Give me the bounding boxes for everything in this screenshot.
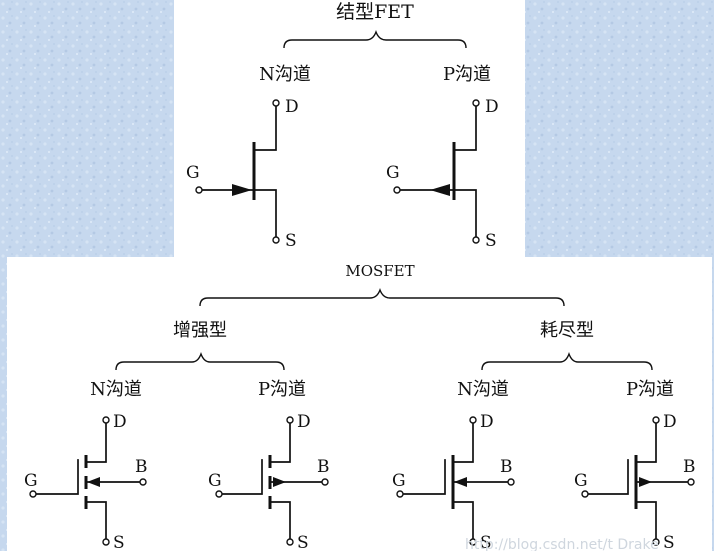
jfet-title: 结型FET xyxy=(336,1,414,23)
dep-p-channel-label: P沟道 xyxy=(626,379,674,400)
n-channel-arrow-icon xyxy=(454,477,467,487)
mosfet-dep-p-symbol xyxy=(581,416,695,546)
enhancement-label: 增强型 xyxy=(173,320,227,341)
dep-n-gate-label: G xyxy=(392,471,406,491)
enh-p-channel-label: P沟道 xyxy=(258,379,306,400)
terminal-dot xyxy=(469,538,477,546)
terminal-dot xyxy=(272,236,280,244)
terminal-dot xyxy=(469,416,477,424)
enh-n-drain-label: D xyxy=(113,412,127,432)
terminal-dot xyxy=(102,538,110,546)
watermark-text: http://blog.csdn.net/t Drake xyxy=(465,537,659,551)
jfet-p-drain-label: D xyxy=(485,97,499,117)
jfet-p-symbol xyxy=(393,99,480,244)
enh-n-channel-label: N沟道 xyxy=(90,379,142,400)
terminal-dot xyxy=(652,538,660,546)
enh-n-body-label: B xyxy=(135,457,148,477)
terminal-dot xyxy=(139,478,147,486)
terminal-dot xyxy=(102,416,110,424)
terminal-dot xyxy=(652,416,660,424)
enhancement-brace xyxy=(115,352,285,371)
jfet-n-gate-label: G xyxy=(186,163,200,183)
terminal-dot xyxy=(396,490,404,498)
p-channel-arrow-icon xyxy=(639,477,652,487)
dep-p-gate-label: G xyxy=(574,471,588,491)
enh-n-gate-label: G xyxy=(24,471,38,491)
terminal-dot xyxy=(272,99,280,107)
mosfet-enh-p-symbol xyxy=(215,416,329,546)
enh-p-drain-label: D xyxy=(297,412,311,432)
n-channel-arrow-icon xyxy=(87,477,100,487)
terminal-dot xyxy=(286,538,294,546)
depletion-brace xyxy=(481,352,653,371)
dep-n-source-label: S xyxy=(480,533,492,551)
enh-p-body-label: B xyxy=(317,457,330,477)
dep-p-drain-label: D xyxy=(663,412,677,432)
terminal-dot xyxy=(286,416,294,424)
enh-p-source-label: S xyxy=(297,533,309,551)
dep-p-source-label: S xyxy=(663,533,675,551)
dep-n-body-label: B xyxy=(500,457,513,477)
jfet-n-channel-label: N沟道 xyxy=(259,64,311,85)
terminal-dot xyxy=(321,478,329,486)
jfet-n-source-label: S xyxy=(285,231,297,251)
mosfet-dep-n-symbol xyxy=(396,416,515,546)
terminal-dot xyxy=(393,186,401,194)
terminal-dot xyxy=(472,99,480,107)
mosfet-enh-n-symbol xyxy=(29,416,147,546)
p-channel-arrow-icon xyxy=(273,477,286,487)
jfet-brace xyxy=(283,30,467,49)
mosfet-title: MOSFET xyxy=(345,262,414,280)
jfet-n-drain-label: D xyxy=(285,97,299,117)
jfet-p-channel-label: P沟道 xyxy=(443,64,491,85)
enh-n-source-label: S xyxy=(113,533,125,551)
dep-p-body-label: B xyxy=(683,457,696,477)
terminal-dot xyxy=(215,490,223,498)
enh-p-gate-label: G xyxy=(208,471,222,491)
depletion-label: 耗尽型 xyxy=(540,320,594,341)
n-channel-arrow-icon xyxy=(232,184,252,196)
terminal-dot xyxy=(29,490,37,498)
dep-n-channel-label: N沟道 xyxy=(457,379,509,400)
terminal-dot xyxy=(687,478,695,486)
jfet-p-gate-label: G xyxy=(386,163,400,183)
dep-n-drain-label: D xyxy=(480,412,494,432)
terminal-dot xyxy=(195,186,203,194)
mosfet-brace xyxy=(199,288,565,307)
terminal-dot xyxy=(507,478,515,486)
jfet-n-symbol xyxy=(195,99,280,244)
terminal-dot xyxy=(581,490,589,498)
jfet-p-source-label: S xyxy=(485,231,497,251)
p-channel-arrow-icon xyxy=(430,184,450,196)
terminal-dot xyxy=(472,236,480,244)
